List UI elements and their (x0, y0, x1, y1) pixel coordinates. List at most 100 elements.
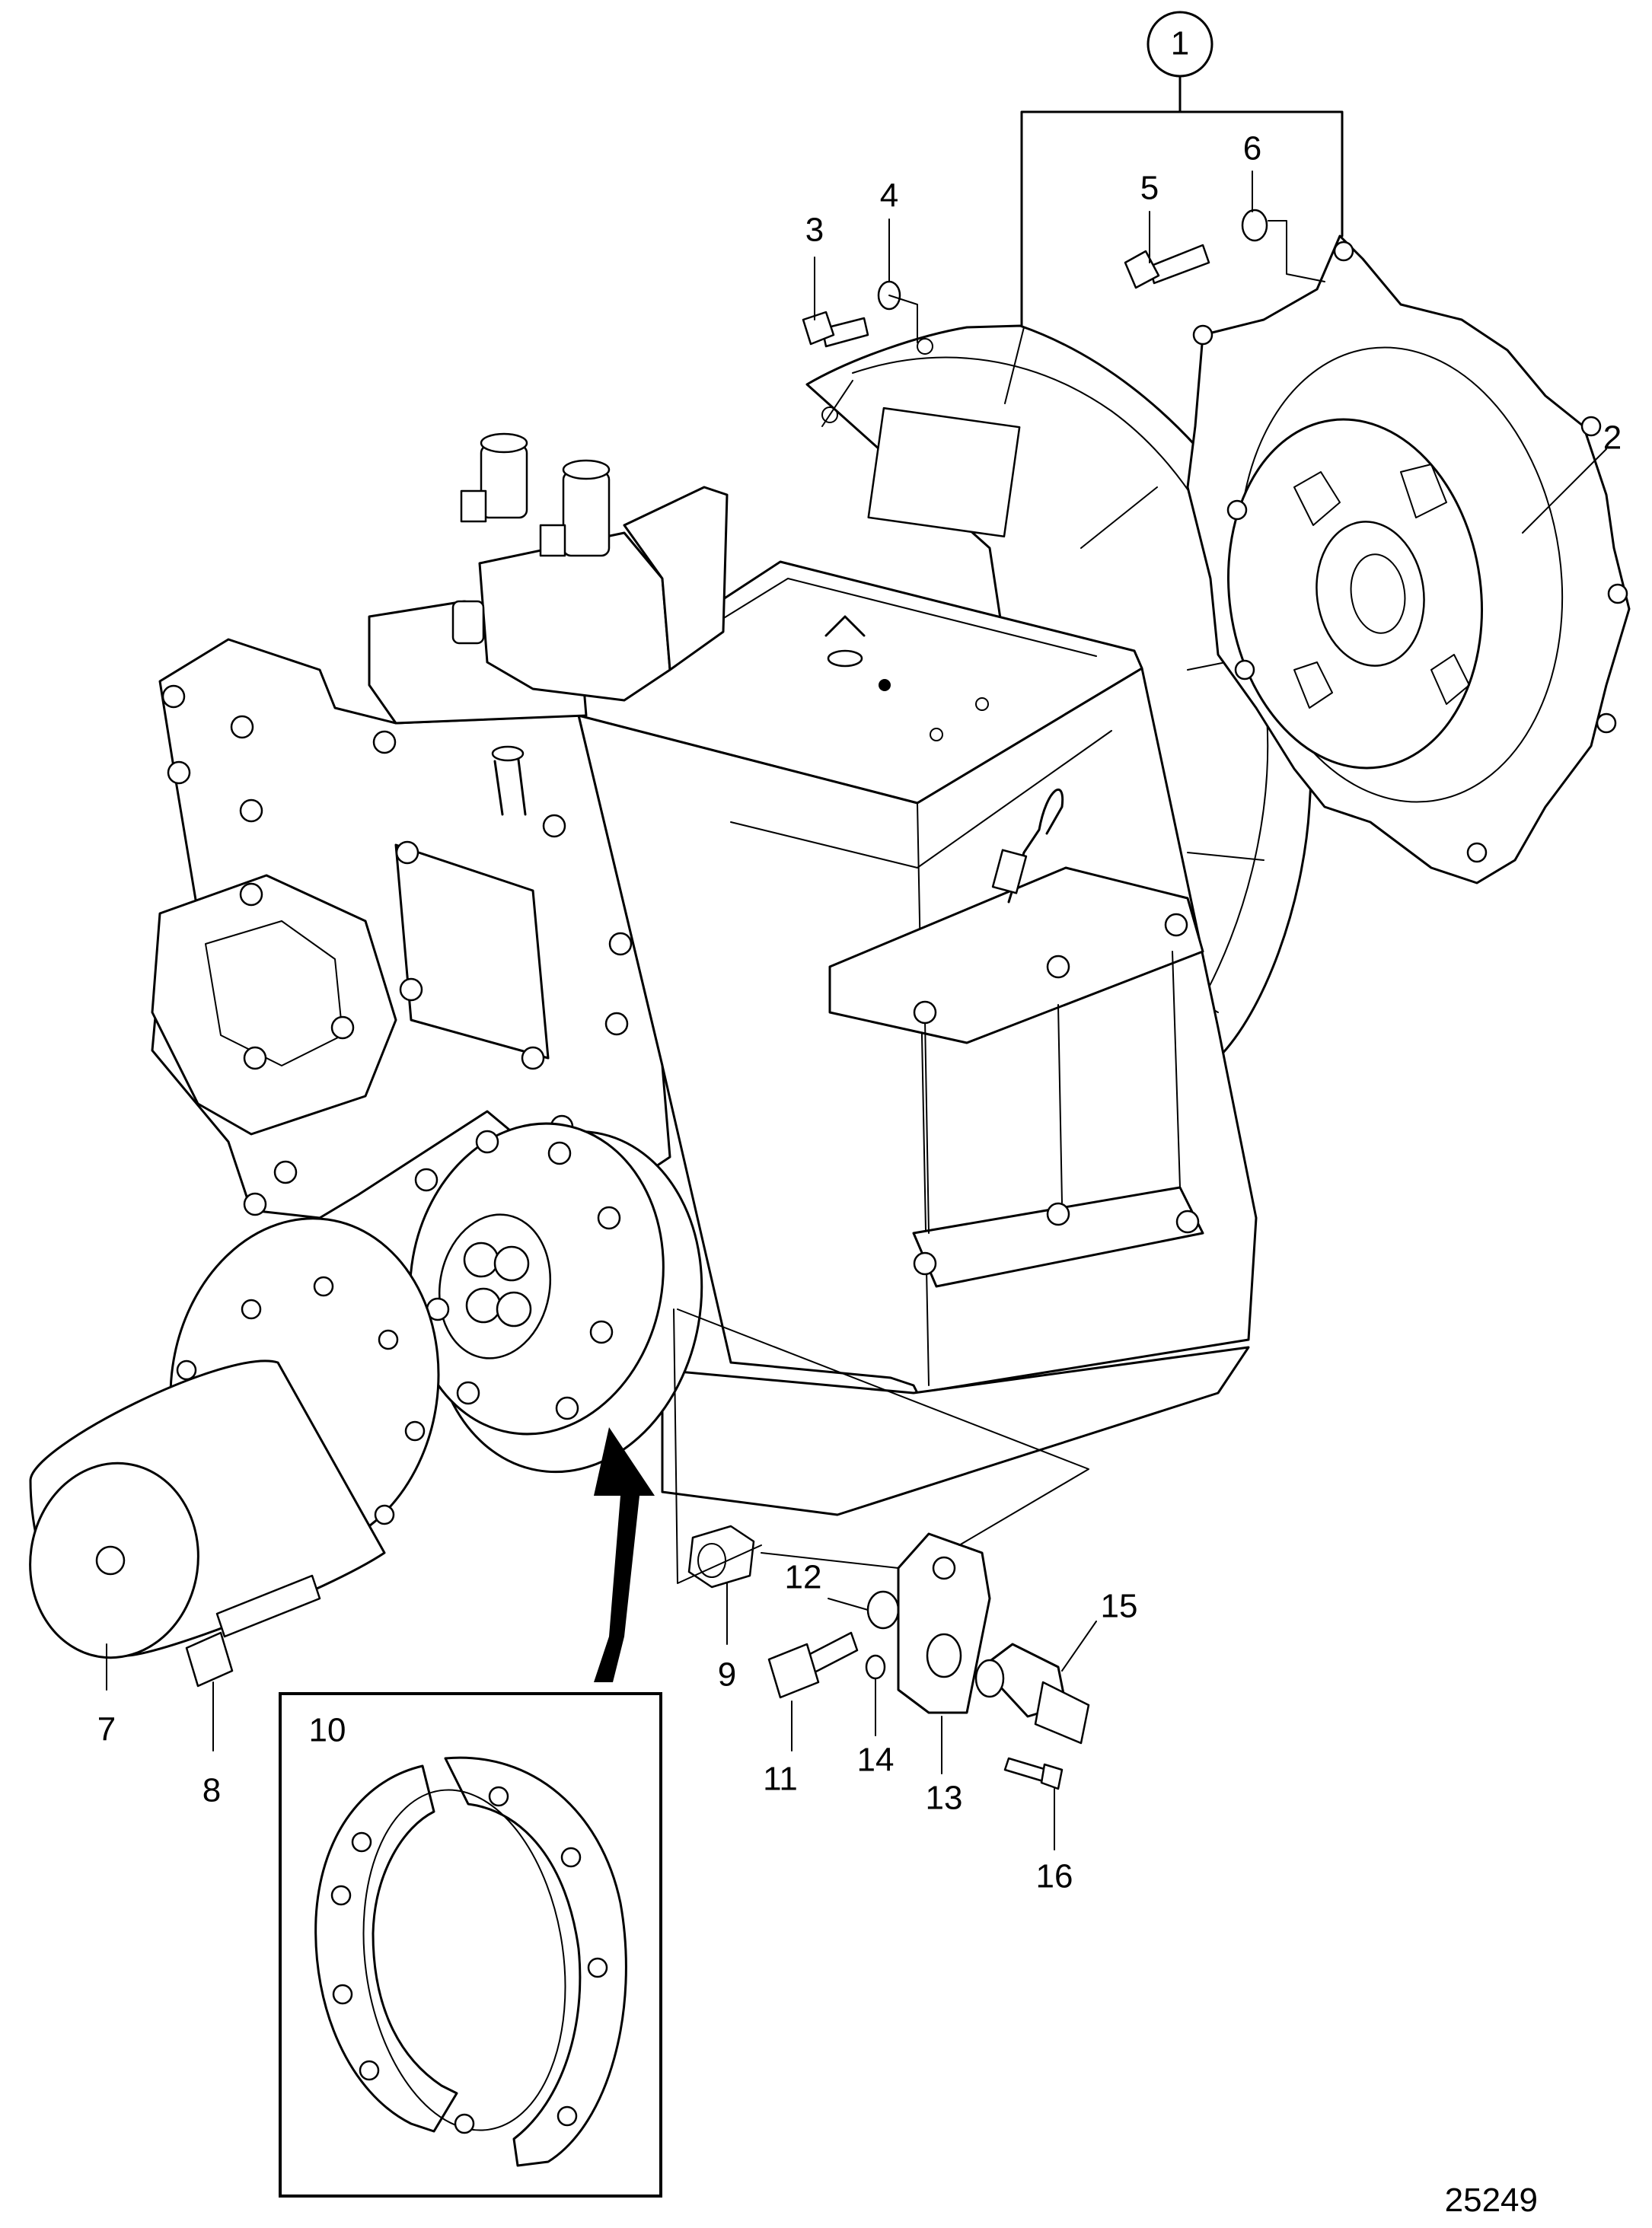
housing-bolt (372, 730, 397, 754)
detail-arrow (594, 1427, 655, 1682)
bolt-5-shank (1148, 244, 1210, 285)
part-labels: 2 3 4 5 6 7 8 9 10 11 12 13 14 15 16 (97, 130, 1622, 1895)
flange-hole (547, 1141, 572, 1165)
trigger-ring-hole (454, 2113, 475, 2134)
detail-label: 10 (309, 1712, 346, 1749)
housing-bolt (243, 1192, 267, 1216)
bolt-8-shank (215, 1574, 321, 1638)
nut-9 (687, 1525, 755, 1589)
coupling-spline (1350, 553, 1406, 634)
dipstick-handle (824, 615, 866, 637)
valve-block (478, 531, 671, 702)
solenoid-left-connector (460, 489, 487, 523)
hub-bolt (496, 1291, 532, 1328)
solenoid-left (480, 444, 528, 519)
flange-hole (597, 1206, 621, 1230)
coupling-bolt-hole (1234, 659, 1255, 681)
mount-hole (1046, 955, 1070, 979)
group-callout-number: 1 (1171, 25, 1189, 62)
sensor-bracket (897, 1532, 991, 1714)
temperature-sender (1007, 789, 1064, 904)
speed-sensor-connector (1034, 1681, 1090, 1745)
trigger-ring-right-half (444, 1756, 627, 2167)
rear-housing (151, 432, 729, 1219)
housing-bolts (161, 684, 644, 1267)
oil-pipe-end (491, 745, 525, 762)
trigger-ring-bore (362, 1789, 566, 2131)
case-skirt (661, 1346, 1250, 1516)
part-label-7: 7 (97, 1711, 116, 1748)
flexible-coupling (1186, 234, 1631, 885)
part-label-11: 11 (763, 1761, 798, 1798)
trigger-ring-hole (332, 1984, 353, 2005)
solenoid-right (562, 470, 611, 557)
part-5-bolt (1124, 244, 1210, 289)
solenoid-right-cap (562, 459, 611, 480)
nut-9-bore (697, 1543, 726, 1578)
part-label-3: 3 (805, 212, 824, 249)
group-callout: 1 (1020, 11, 1344, 327)
figure-number: 25249 (1445, 2182, 1538, 2219)
part-14-washer (865, 1654, 886, 1680)
part-label-12: 12 (785, 1559, 822, 1596)
mount-hole (913, 1251, 937, 1276)
screw-16-head (1040, 1763, 1064, 1790)
housing-nameplate (867, 406, 1021, 538)
top-cover-hole (930, 728, 943, 741)
part-8-bolt (185, 1574, 321, 1688)
hub-bolt (493, 1245, 530, 1282)
trigger-ring-hole (560, 1847, 582, 1868)
leader-4-guide (888, 295, 918, 343)
trigger-ring-hole (351, 1831, 372, 1853)
coupling-bolt-hole (1192, 324, 1213, 346)
housing-bolt (604, 1012, 629, 1036)
housing-bolt-hole (821, 406, 838, 423)
part-label-4: 4 (880, 177, 898, 215)
part-label-5: 5 (1140, 170, 1159, 207)
trigger-ring-hole (330, 1885, 352, 1906)
top-cover-hole (975, 697, 989, 711)
housing-bolt (230, 715, 254, 739)
flange-hole (555, 1396, 579, 1420)
flange-hole (589, 1320, 614, 1344)
part-15-speed-sensor (974, 1643, 1090, 1745)
detail-view-10: 10 (279, 1427, 662, 2198)
leader-2 (1522, 448, 1607, 534)
part-6-washer (1241, 209, 1325, 282)
breather (451, 600, 485, 645)
mount-hole (1175, 1210, 1200, 1234)
leader-6-guide (1268, 220, 1325, 282)
coupling-bolt-hole (1580, 416, 1602, 437)
housing-bolt (521, 1046, 545, 1070)
trigger-ring-hole (587, 1957, 608, 1978)
part-4-washer (877, 280, 918, 343)
adapter-flange-hole (378, 1329, 399, 1350)
hydraulic-pump (151, 874, 397, 1136)
sensor-trigger-ring (314, 1756, 627, 2167)
flange-hole (475, 1130, 499, 1154)
speed-sensor-tip (974, 1659, 1005, 1698)
part-label-15: 15 (1101, 1588, 1138, 1625)
housing-bolt (243, 1046, 267, 1070)
leader-15 (1061, 1621, 1097, 1672)
oil-pipe (493, 752, 527, 816)
screw-16-shank (1003, 1757, 1048, 1783)
bolt-8-head (185, 1631, 234, 1688)
sender-body (991, 849, 1028, 894)
part-label-8: 8 (203, 1772, 221, 1809)
bolt-11-head (767, 1643, 820, 1699)
case-recess-top (730, 730, 1112, 869)
solenoid-left-cap (480, 432, 528, 454)
detail-frame (279, 1692, 662, 2198)
output-adapter (29, 1217, 440, 1659)
part-16-screw (1003, 1757, 1064, 1790)
part-3-bolt (802, 311, 869, 348)
trigger-ring-left-half (314, 1764, 458, 2133)
housing-bolt (167, 760, 191, 785)
housing-bolt (239, 882, 263, 907)
part-label-2: 2 (1603, 419, 1622, 457)
hub-bolt (465, 1287, 502, 1324)
valve-block-side (623, 486, 729, 671)
adapter-flange-hole (404, 1420, 426, 1442)
part-12-washer (866, 1590, 900, 1630)
